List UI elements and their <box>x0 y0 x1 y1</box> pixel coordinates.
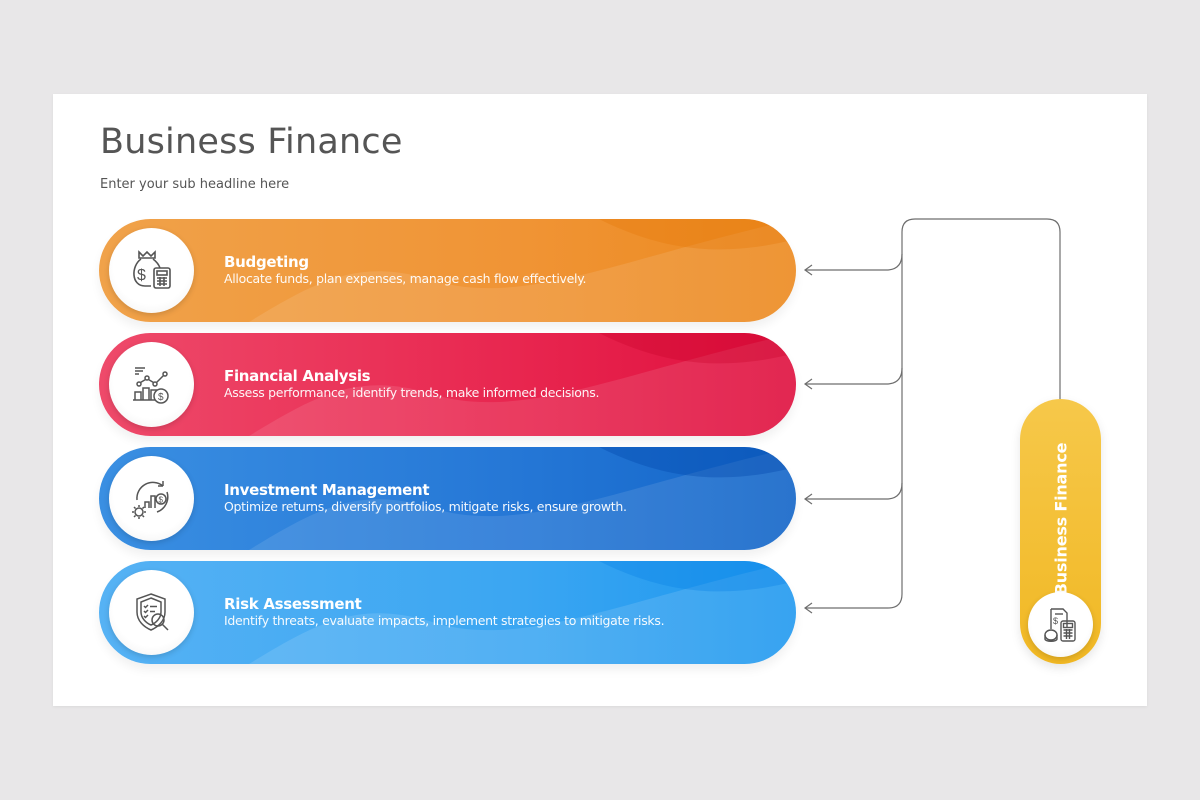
svg-text:$: $ <box>1053 616 1058 626</box>
item-description: Allocate funds, plan expenses, manage ca… <box>224 271 587 286</box>
item-description: Identify threats, evaluate impacts, impl… <box>224 613 665 628</box>
svg-text:$: $ <box>137 267 146 284</box>
finance-document-calculator-icon: $ <box>1028 592 1093 657</box>
item-heading: Financial Analysis <box>224 367 371 385</box>
item-budgeting: $ Budgeting Allocate funds, plan expense… <box>99 219 796 322</box>
shield-magnifier-icon <box>109 570 194 655</box>
wave-decoration <box>249 219 796 322</box>
item-investment-management: $ Investment Management Optimize returns… <box>99 447 796 550</box>
slide: Business Finance Enter your sub headline… <box>53 94 1147 706</box>
item-risk-assessment: Risk Assessment Identify threats, evalua… <box>99 561 796 664</box>
hub-business-finance: Business Finance $ <box>1020 399 1101 664</box>
svg-text:$: $ <box>158 495 163 504</box>
money-bag-calculator-icon: $ <box>109 228 194 313</box>
wave-decoration <box>249 333 796 436</box>
item-heading: Investment Management <box>224 481 430 499</box>
sub-headline: Enter your sub headline here <box>100 177 290 192</box>
svg-text:$: $ <box>158 392 164 403</box>
page-title: Business Finance <box>100 122 403 162</box>
wave-decoration <box>249 561 796 664</box>
item-heading: Risk Assessment <box>224 595 362 613</box>
item-description: Optimize returns, diversify portfolios, … <box>224 499 627 514</box>
item-description: Assess performance, identify trends, mak… <box>224 385 600 400</box>
hub-label: Business Finance <box>1051 442 1070 596</box>
wave-decoration <box>249 447 796 550</box>
item-heading: Budgeting <box>224 253 309 271</box>
investment-growth-gear-icon: $ <box>109 456 194 541</box>
chart-analysis-dollar-icon: $ <box>109 342 194 427</box>
item-financial-analysis: $ Financial Analysis Assess performance,… <box>99 333 796 436</box>
